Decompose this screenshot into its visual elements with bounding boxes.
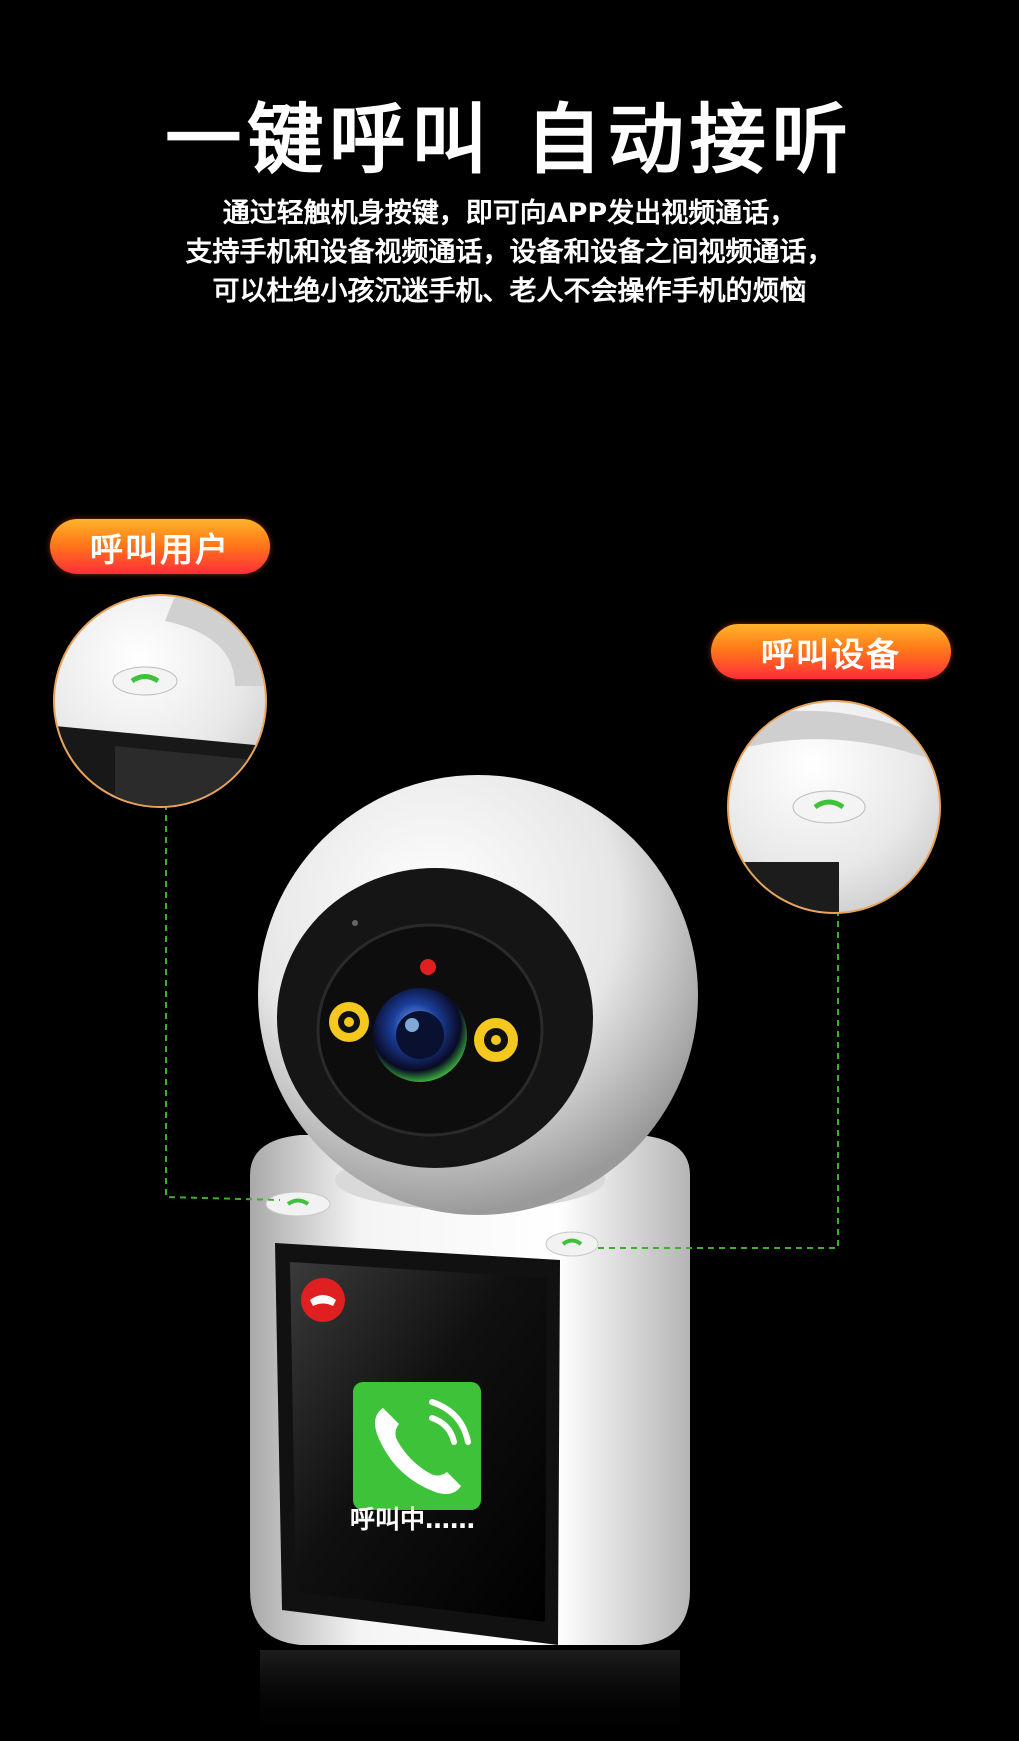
status-led: [420, 959, 436, 975]
headline: 一键呼叫 自动接听: [165, 95, 854, 184]
description-line-2: 支持手机和设备视频通话，设备和设备之间视频通话，: [185, 237, 834, 268]
description: 通过轻触机身按键，即可向APP发出视频通话， 支持手机和设备视频通话，设备和设备…: [0, 194, 1019, 311]
description-line-3: 可以杜绝小孩沉迷手机、老人不会操作手机的烦恼: [212, 276, 807, 307]
description-line-1: 通过轻触机身按键，即可向APP发出视频通话，: [222, 198, 797, 229]
call-device-button: [545, 1231, 599, 1257]
call-user-button: [265, 1191, 331, 1217]
phone-ringing-icon: [353, 1382, 481, 1510]
screen-status-text: 呼叫中……: [350, 1505, 476, 1534]
phone-icon: [112, 666, 178, 696]
zoom-detail-call-user: [53, 594, 267, 808]
floor-reflection: [260, 1650, 680, 1741]
call-device-label: 呼叫设备: [711, 624, 951, 679]
leader-line-device: [598, 910, 839, 1249]
call-user-label: 呼叫用户: [50, 519, 270, 574]
phone-icon: [792, 790, 866, 824]
zoom-detail-call-device: [727, 700, 941, 914]
